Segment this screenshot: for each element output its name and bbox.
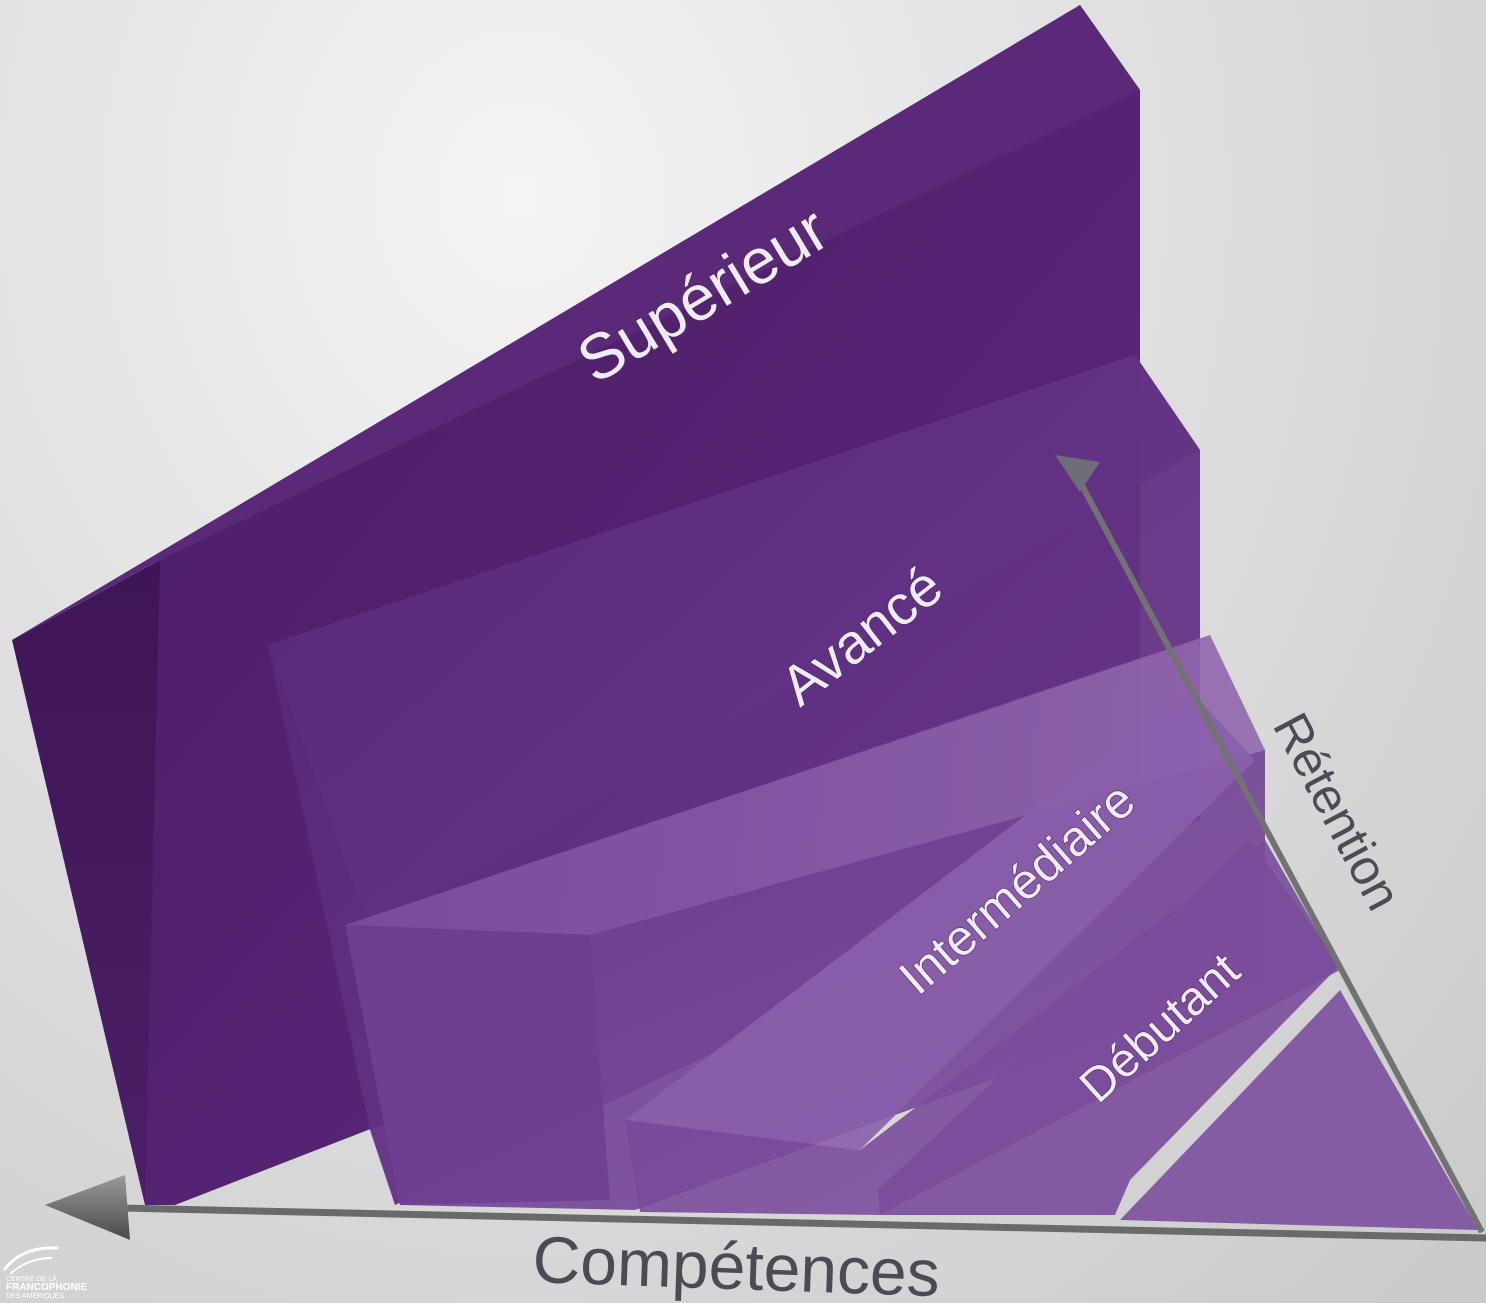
competences-axis-line	[119, 1204, 1486, 1242]
logo-swoosh-icon	[2, 1246, 59, 1275]
competences-axis-arrowhead	[45, 1175, 130, 1240]
retention-axis-arrowhead	[1055, 455, 1100, 492]
axis-label-competences: Compétences	[532, 1222, 942, 1303]
intermediaire-step	[345, 925, 610, 1205]
retention-axis-line	[1075, 476, 1485, 1234]
base-wedge	[1120, 990, 1478, 1230]
debutant-top-face	[625, 690, 1255, 1150]
debutant-lower-step	[878, 840, 1340, 1215]
logo-line-3: DES AMÉRIQUES	[6, 1293, 64, 1300]
level-debutant	[625, 690, 1340, 1215]
superieur-side-face	[12, 560, 160, 1205]
intermediaire-top-face	[345, 635, 1265, 935]
centre-francophonie-logo: CENTRE DE LA FRANCOPHONIE DES AMÉRIQUES	[2, 1240, 112, 1300]
axes	[45, 455, 1486, 1242]
logo-line-1: CENTRE DE LA	[6, 1276, 57, 1283]
logo-line-2: FRANCOPHONIE	[6, 1282, 88, 1293]
superieur-top-edge	[12, 5, 1140, 640]
